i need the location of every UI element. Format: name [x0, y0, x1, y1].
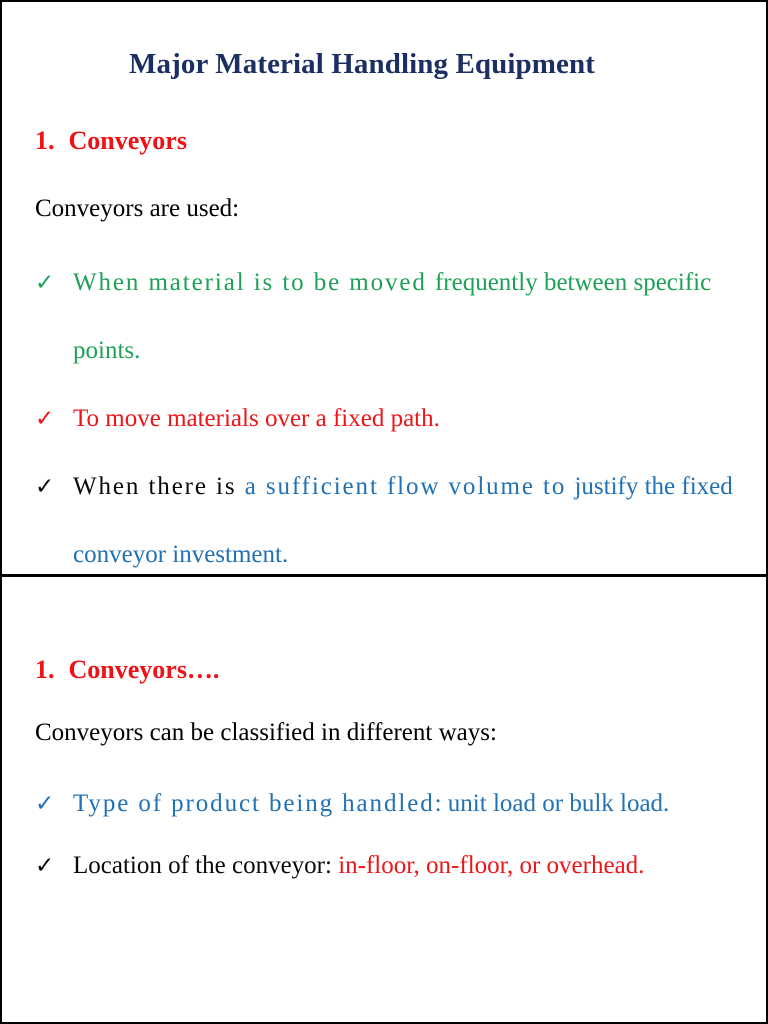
check-mark-icon: ✓	[35, 270, 55, 297]
list-item-text: When there is a sufficient flow volume t…	[73, 453, 748, 574]
list-item-text: Location of the conveyor: in-floor, on-f…	[73, 835, 748, 897]
text-run: To move materials over a fixed path.	[73, 405, 440, 433]
slide-1-heading: 1. Conveyors	[2, 126, 766, 156]
check-mark-icon: ✓	[35, 791, 55, 817]
text-run: Location of the conveyor:	[73, 852, 339, 879]
slide-1: Major Material Handling Equipment 1. Conv…	[0, 0, 768, 577]
text-run: When material is to be moved	[73, 269, 435, 297]
text-run: When there is	[73, 473, 245, 501]
slide-2-heading-text: Conveyors….	[68, 655, 220, 684]
slide-1-heading-text: Conveyors	[68, 126, 187, 156]
list-item: ✓ Location of the conveyor: in-floor, on…	[2, 835, 766, 897]
text-run: justify the fixed conveyor investment.	[73, 473, 733, 569]
text-run: Type of product being handled	[73, 790, 435, 817]
list-item: ✓ When there is a sufficient flow volume…	[2, 453, 766, 574]
check-mark-icon: ✓	[35, 474, 55, 501]
list-item-text: Type of product being handled: unit load…	[73, 773, 748, 835]
page-title: Major Material Handling Equipment	[129, 48, 595, 81]
text-run: : unit load or bulk load.	[434, 790, 670, 817]
check-mark-icon: ✓	[35, 406, 55, 433]
check-mark-icon: ✓	[35, 853, 55, 879]
list-item-text: To move materials over a fixed path.	[73, 385, 748, 453]
slide-2-lead-in: Conveyors can be classified in different…	[35, 719, 497, 746]
slide-2-heading: 1. Conveyors….	[2, 655, 766, 685]
slide-2: 1. Conveyors…. Conveyors can be classifie…	[0, 577, 768, 1024]
slide-1-bullet-list: ✓ When material is to be moved frequentl…	[2, 249, 766, 574]
slide-1-heading-number: 1.	[35, 126, 55, 156]
list-item-text: When material is to be moved frequently …	[73, 249, 748, 385]
list-item: ✓ Type of product being handled: unit lo…	[2, 773, 766, 835]
text-run: frequently between specific points.	[73, 269, 712, 365]
text-run: a sufficient flow volume to	[244, 473, 575, 501]
slide-2-heading-number: 1.	[35, 655, 55, 684]
slide-1-lead-in: Conveyors are used:	[35, 195, 240, 223]
list-item: ✓ When material is to be moved frequentl…	[2, 249, 766, 385]
text-run: in-floor, on-floor, or overhead.	[338, 852, 645, 879]
list-item: ✓ To move materials over a fixed path.	[2, 385, 766, 453]
slide-2-bullet-list: ✓ Type of product being handled: unit lo…	[2, 773, 766, 897]
